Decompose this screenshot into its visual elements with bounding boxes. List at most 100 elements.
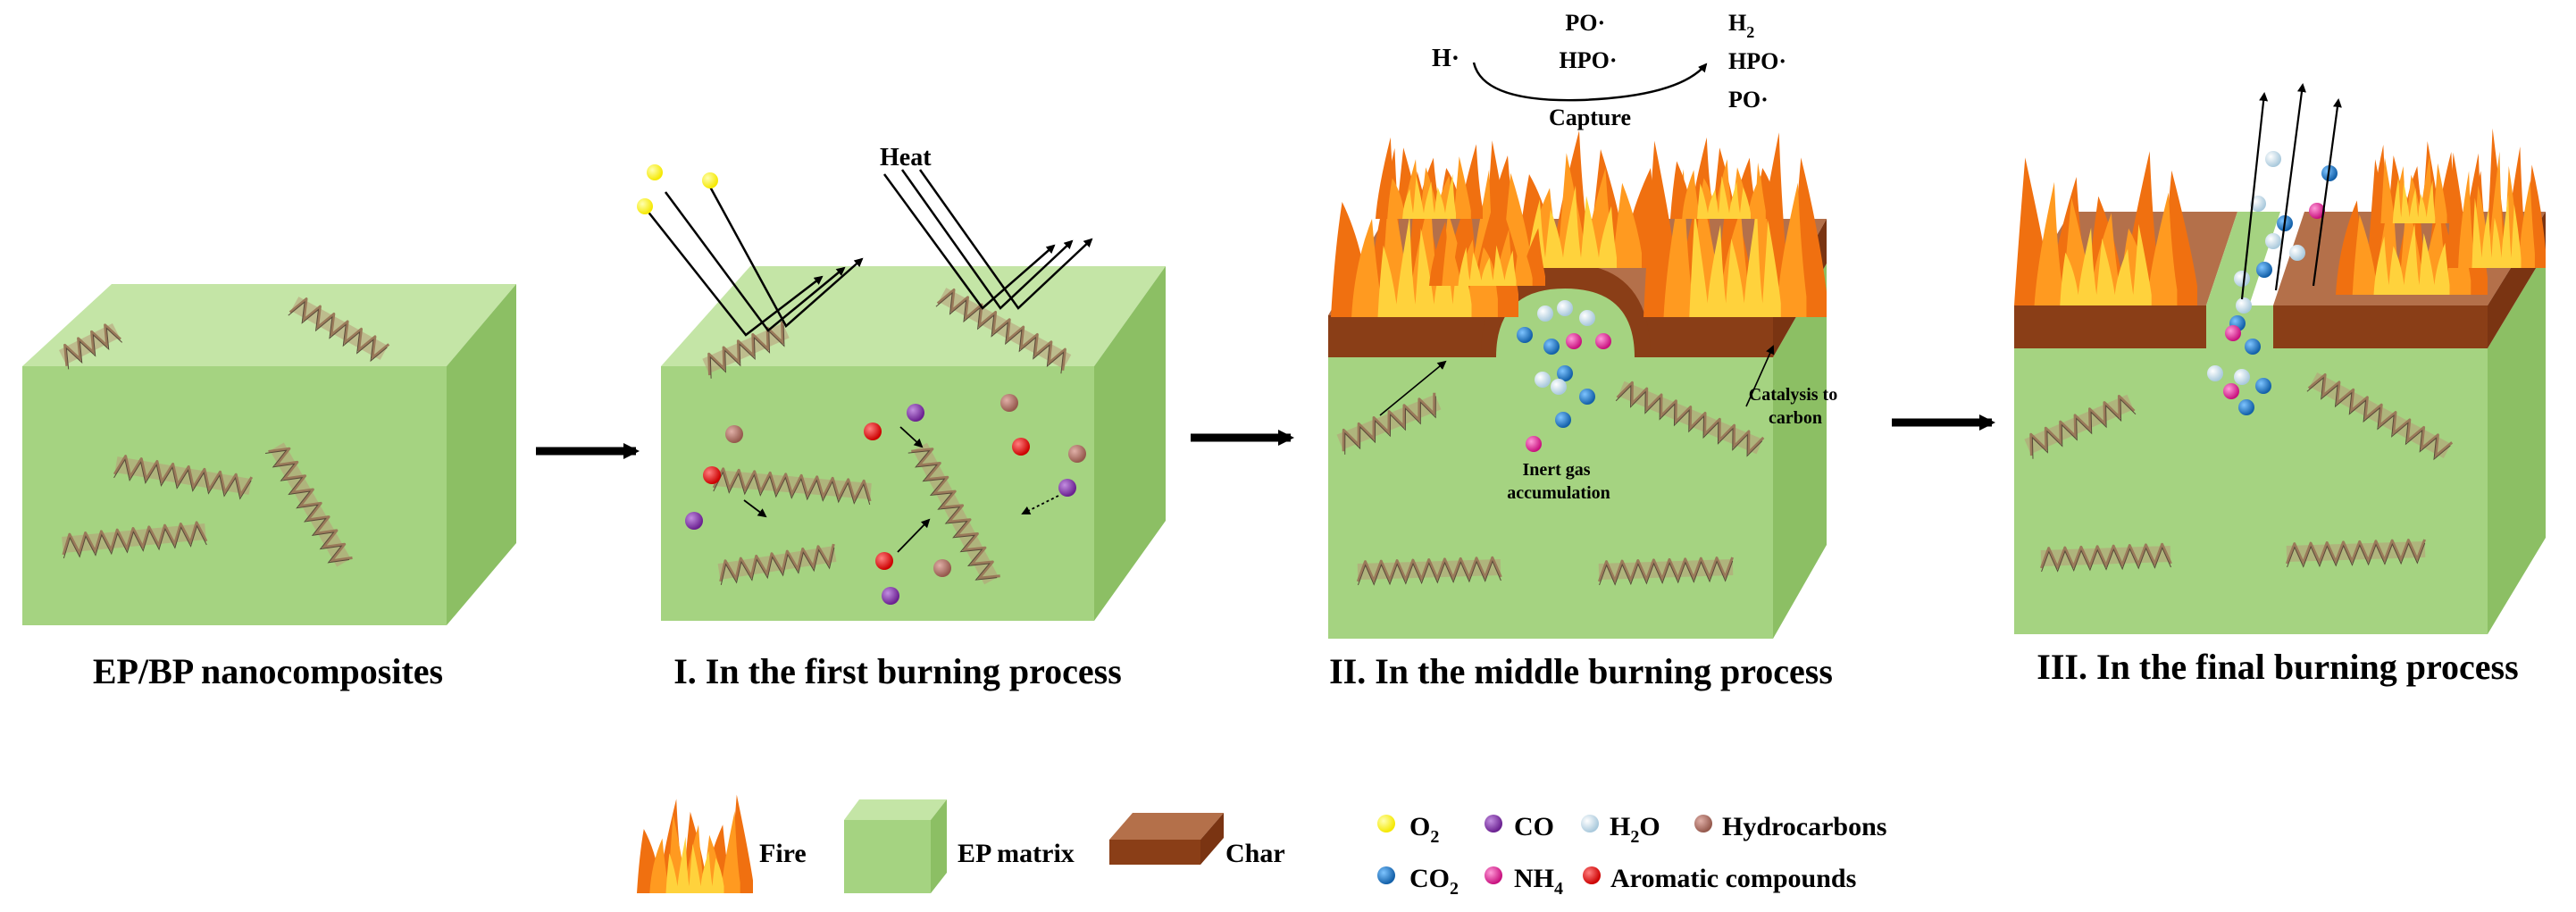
water-molecule: [2234, 369, 2250, 385]
water-molecule: [2265, 151, 2281, 167]
panel-final-burning-process: [2014, 83, 2546, 634]
legend-ep-matrix-label: EP matrix: [958, 839, 1075, 868]
nanosheet-group: [58, 297, 390, 567]
co-molecule: [685, 512, 703, 530]
water-molecule: [1579, 310, 1595, 326]
water-molecule: [2250, 196, 2266, 212]
hydrocarbon-molecule: [933, 559, 951, 577]
bp-nanosheet: [2306, 372, 2454, 461]
block-front-face: [661, 366, 1094, 621]
co2-molecule: [1543, 339, 1560, 355]
co-molecule: [907, 404, 924, 422]
bp-nanosheet: [2039, 542, 2172, 573]
legend-h2o-label: H2O: [1610, 812, 1660, 847]
panel-ep-bp-nanocomposites: [22, 284, 516, 625]
legend-o2-dot: [1377, 815, 1395, 833]
bp-nanosheet: [113, 455, 254, 500]
bp-nanosheet: [712, 467, 872, 506]
bp-nanosheet: [702, 321, 790, 379]
bp-nanosheet: [1356, 556, 1502, 586]
legend-fire-label: Fire: [759, 839, 807, 868]
co2-molecule: [2256, 262, 2272, 278]
water-molecule: [1551, 379, 1567, 395]
block-front-face: [2014, 348, 2488, 634]
block-front-face: [22, 366, 447, 625]
nanosheet-group: [2024, 372, 2454, 573]
bp-nanosheet: [58, 322, 123, 370]
co2-molecule: [1517, 327, 1533, 343]
bp-nanosheet: [288, 297, 390, 363]
aromatic-molecule: [1012, 438, 1030, 456]
panel-middle-burning-process: Inert gas accumulation Catalysis to carb…: [1328, 10, 1842, 639]
o2-molecule: [702, 172, 718, 188]
fire-icon: [637, 794, 753, 893]
radicals-left-label: PO· HPO·: [1560, 10, 1618, 73]
legend-co-label: CO: [1514, 812, 1554, 841]
legend-h2o-dot: [1581, 815, 1599, 833]
fire-icon: [1643, 132, 1827, 317]
legend-co-dot: [1485, 815, 1502, 833]
legend-co2-label: CO2: [1409, 864, 1459, 899]
bp-nanosheet: [1336, 392, 1442, 455]
co2-molecule: [1579, 389, 1595, 405]
o2-molecule: [637, 198, 653, 214]
legend-char-swatch: [1109, 813, 1224, 865]
bp-nanosheet: [1597, 556, 1735, 586]
water-molecule: [2207, 365, 2223, 381]
fire-icon: [2371, 141, 2456, 223]
block-top-face: [22, 284, 516, 366]
fire-icon: [1670, 137, 1777, 219]
nh4-molecule: [2309, 203, 2325, 219]
catalysis-label: Catalysis to carbon: [1749, 385, 1842, 428]
co-molecule: [1058, 479, 1076, 497]
oxygen-rays: [642, 178, 864, 337]
flame-group: [1331, 130, 1827, 317]
escaping-gas: [2207, 151, 2338, 415]
legend-nh4-label: NH4: [1514, 864, 1563, 899]
inert-gas-label: Inert gas accumulation: [1507, 460, 1610, 503]
nh4-molecule: [1595, 333, 1611, 349]
hydrocarbon-molecule: [725, 425, 743, 443]
caption-panel-2: II. In the middle burning process: [1329, 651, 1833, 691]
bp-nanosheet: [907, 442, 1000, 585]
water-molecule: [1535, 372, 1551, 388]
co2-molecule: [2255, 378, 2271, 394]
heat-rays: [882, 169, 1093, 310]
adsorption-arrows: [743, 426, 1059, 553]
nh4-molecule: [2223, 383, 2239, 399]
bp-nanosheet: [1615, 381, 1765, 457]
legend-nh4-dot: [1485, 866, 1502, 884]
radicals-right-label: H2 HPO· PO·: [1728, 10, 1793, 113]
panel-first-burning-process: Heat: [637, 144, 1166, 621]
inert-gas-cluster: [1517, 300, 1611, 452]
char-front-face: [2014, 305, 2206, 348]
capture-arrow: [1472, 62, 1708, 102]
block-side-face: [1094, 266, 1166, 621]
radical-h-label: H·: [1432, 45, 1459, 72]
water-molecule: [2265, 233, 2281, 249]
heat-label: Heat: [880, 144, 932, 172]
flame-group: [2014, 128, 2546, 305]
bp-nanosheet: [717, 543, 837, 585]
bp-nanosheet: [935, 288, 1072, 374]
decomposition-products: [685, 394, 1086, 605]
legend-o2-label: O2: [1409, 812, 1439, 847]
bp-nanosheet: [62, 521, 208, 559]
aromatic-molecule: [864, 423, 882, 440]
legend-char-label: Char: [1225, 839, 1285, 868]
char-front-face: [2273, 305, 2488, 348]
co2-molecule: [2238, 399, 2254, 415]
fire-icon: [2447, 128, 2546, 268]
bp-nanosheet: [2285, 539, 2427, 568]
legend: Fire EP matrix Char O2 CO H2O Hydrocarbo…: [637, 794, 1886, 899]
legend-aromatic-label: Aromatic compounds: [1610, 864, 1856, 893]
fire-icon: [1376, 137, 1483, 219]
co-molecule: [882, 587, 899, 605]
nanosheet-group: [1336, 381, 1765, 586]
nh4-molecule: [1526, 436, 1542, 452]
water-molecule: [2236, 297, 2252, 314]
nh4-molecule: [1566, 333, 1582, 349]
water-molecule: [1557, 300, 1573, 316]
nanosheet-group: [702, 288, 1072, 585]
co2-molecule: [1557, 365, 1573, 381]
